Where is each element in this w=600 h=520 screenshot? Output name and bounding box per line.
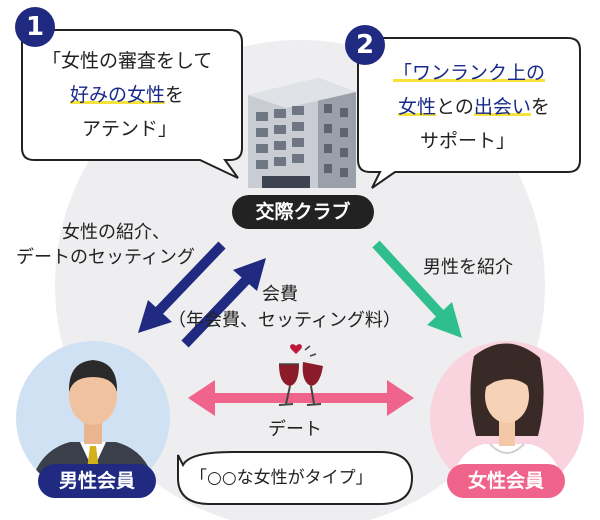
introduction-text-line2: デートのセッティング bbox=[16, 247, 195, 268]
number-badge-1-text: 1 bbox=[25, 12, 45, 42]
fee-text-line2: （年会費、セッティング料） bbox=[168, 310, 401, 331]
building-icon bbox=[248, 78, 356, 188]
introduce-male-text: 男性を紹介 bbox=[423, 257, 513, 278]
male-bubble-text: 「○○な女性がタイプ」 bbox=[190, 468, 373, 488]
club-label: 交際クラブ bbox=[255, 201, 351, 223]
arrow-club-to-female bbox=[372, 240, 462, 338]
bubble1-line2: 好みの女性を bbox=[70, 84, 185, 106]
bubble1-highlight: 好みの女性 bbox=[70, 84, 166, 106]
female-member-label: 女性会員 bbox=[467, 470, 544, 492]
bubble2-line3: サポート」 bbox=[420, 130, 516, 152]
arrow-male-to-club bbox=[181, 258, 266, 348]
number-badge-1 bbox=[15, 7, 55, 47]
female-label-pill bbox=[447, 464, 565, 498]
male-label-pill bbox=[38, 464, 156, 498]
bubble2-line1: 「ワンランク上の bbox=[393, 62, 546, 84]
club-label-pill bbox=[232, 195, 374, 229]
introduction-text-line1: 女性の紹介、 bbox=[62, 222, 170, 243]
bubble2-line2: 女性との出会いを bbox=[398, 96, 550, 118]
bubble1-line3: アテンド」 bbox=[82, 118, 178, 140]
date-text: デート bbox=[268, 419, 322, 440]
date-double-arrow bbox=[188, 380, 414, 416]
number-badge-2-text: 2 bbox=[355, 30, 375, 60]
wine-glasses-icon bbox=[278, 344, 323, 406]
number-badge-2 bbox=[345, 25, 385, 65]
male-member-label: 男性会員 bbox=[58, 470, 135, 492]
male-speech-bubble bbox=[177, 451, 414, 505]
fee-text-line1: 会費 bbox=[262, 284, 298, 305]
arrow-club-to-male bbox=[138, 241, 226, 333]
bubble1-line1: 「女性の審査をして bbox=[42, 50, 213, 72]
